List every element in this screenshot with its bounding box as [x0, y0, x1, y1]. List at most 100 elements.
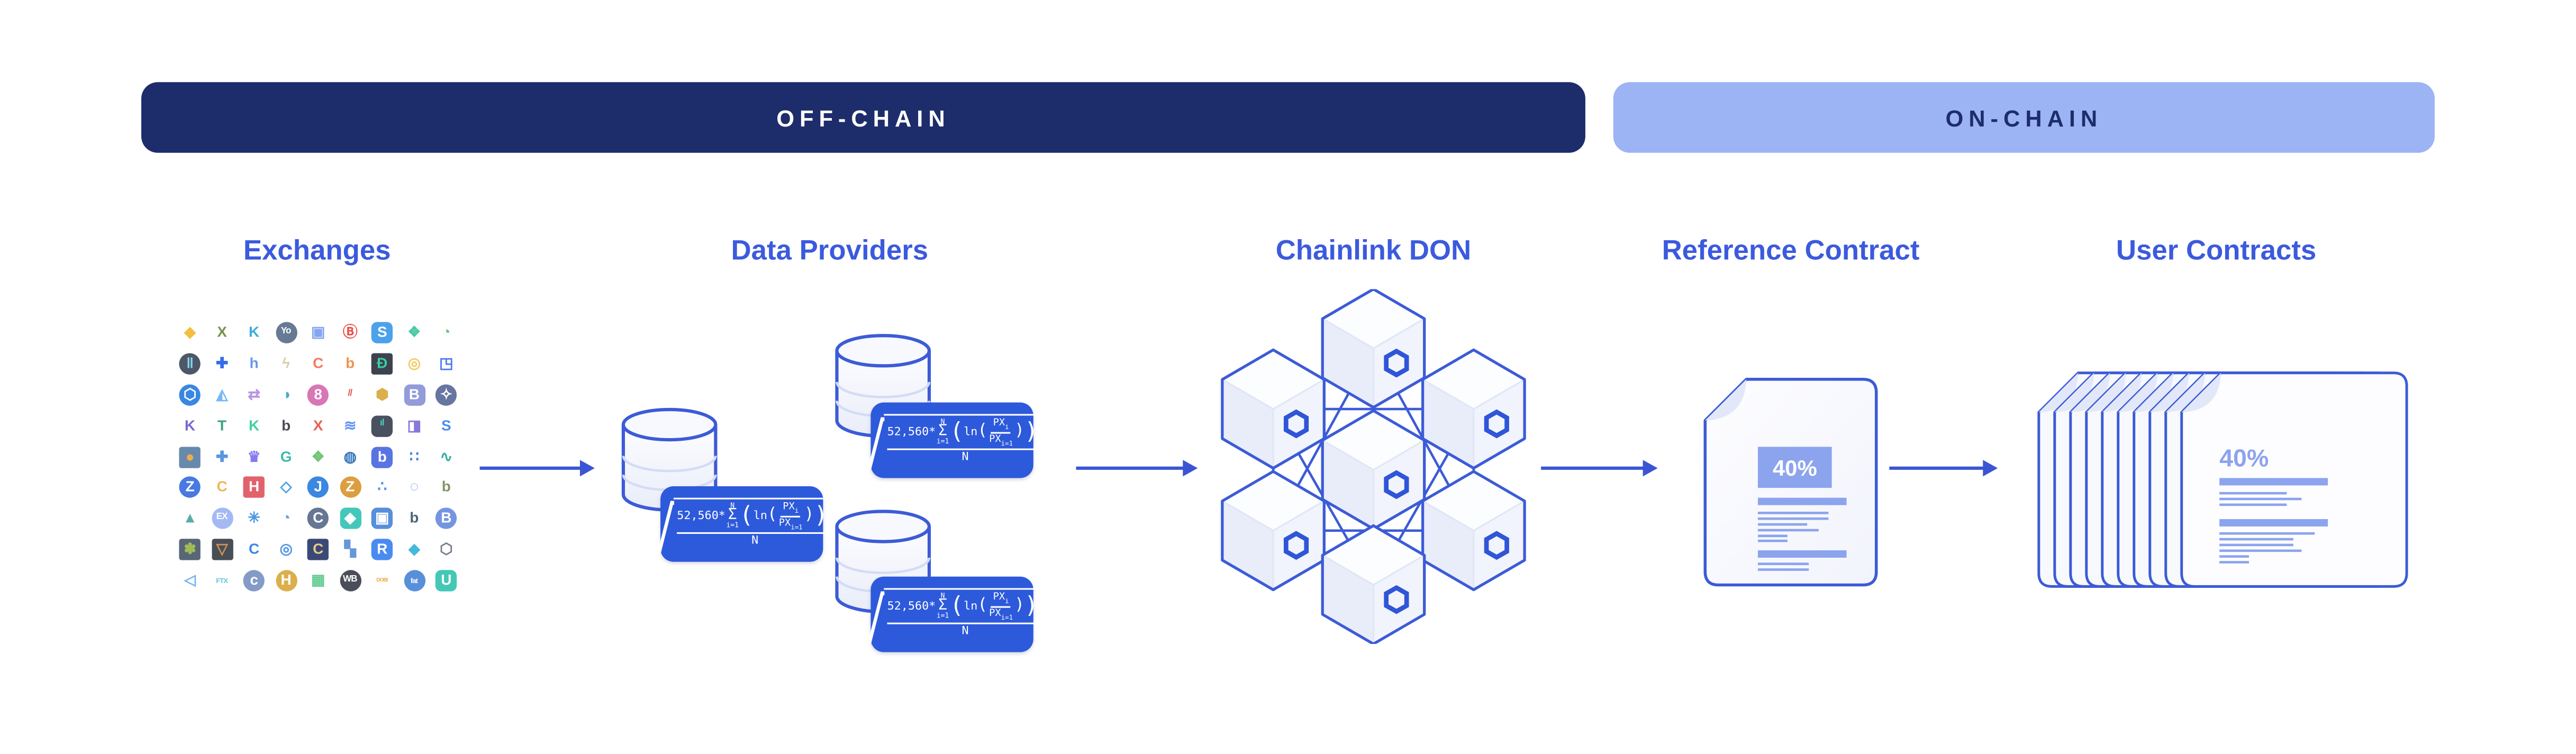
exchange-logo-icon: Z [339, 477, 361, 499]
don-node-cube [1221, 470, 1326, 592]
formula-denominator: N [962, 624, 969, 638]
exchange-logo-icon: U [435, 570, 457, 592]
exchange-logo-icon: b [371, 446, 393, 468]
exchange-logo-icon: S [435, 415, 457, 437]
paren: ( [949, 418, 964, 445]
exchange-logo-icon: J [307, 477, 329, 499]
exchange-logo-icon: ▲ [179, 508, 201, 530]
paren: ) [814, 502, 828, 529]
exchange-logo-icon: G [275, 446, 297, 468]
exchange-logo-icon: X [307, 415, 329, 437]
off-chain-band: OFF-CHAIN [141, 82, 1585, 153]
chainlink-logo-icon [1484, 531, 1509, 560]
exchange-logo-icon: B [403, 384, 425, 406]
exchange-logo-icon: ◔ [435, 322, 457, 343]
exchange-logo-icon: X [211, 322, 233, 343]
data-providers-label: Data Providers [731, 234, 929, 266]
exchange-logo-icon: C [307, 508, 329, 530]
exchange-logo-icon: ◎ [275, 539, 297, 561]
exchange-logo-icon: ⬡ [179, 384, 201, 406]
exchange-logo-icon: b [339, 353, 361, 375]
exchange-logo-icon: 8 [307, 384, 329, 406]
doc-text-lines [1757, 497, 1847, 571]
don-node-cube [1421, 470, 1526, 592]
radical-sign: √ [856, 586, 886, 658]
exchange-logo-icon: ◆ [179, 322, 201, 343]
on-chain-label: ON-CHAIN [1945, 104, 2103, 131]
exchange-logo-icon: R [371, 539, 393, 561]
paren: ( [767, 506, 777, 524]
percent-badge [1757, 447, 1832, 488]
exchange-logo-icon: ◎ [403, 353, 425, 375]
formula-prefix: 52,560* [887, 599, 936, 613]
price-ratio: PXi PXi=1 [778, 500, 803, 531]
paren: ) [1024, 592, 1039, 619]
exchange-logo-icon: H [275, 570, 297, 592]
paren: ( [949, 592, 964, 619]
paren: ( [739, 502, 754, 529]
exchange-logo-icon: ◑ [275, 384, 297, 406]
exchange-logo-icon: ⬢ [371, 384, 393, 406]
paren: ) [1014, 596, 1024, 615]
reference-contract-label: Reference Contract [1662, 234, 1920, 266]
exponent: 2 [1038, 588, 1044, 599]
percent-value: 40% [2219, 444, 2269, 472]
price-ratio: PXi PXi=1 [989, 416, 1013, 447]
exchange-logo-icon: b [403, 508, 425, 530]
chainlink-don-label: Chainlink DON [1275, 234, 1472, 266]
don-node-cube [1221, 348, 1326, 470]
exponent: 2 [1038, 414, 1044, 425]
chainlink-don-network [1221, 289, 1526, 644]
exchange-logo-icon: ⇄ [243, 384, 265, 406]
chainlink-logo-icon [1384, 585, 1409, 614]
exchange-logo-icon: ✽ [179, 539, 201, 561]
exchange-logo-icon: ◁ [179, 570, 201, 592]
radical-sign: √ [646, 495, 676, 568]
exchange-logo-icon: B [435, 508, 457, 530]
exchange-logo-icon: WB [339, 570, 361, 592]
arrow-don-to-reference [1541, 466, 1645, 471]
exchange-logo-icon: ◆ [339, 508, 361, 530]
exchange-logo-icon: EX [211, 508, 233, 530]
exchange-logo-icon: ∴ [371, 477, 393, 499]
ln-label: ln [964, 599, 978, 613]
price-ratio: PXi PXi=1 [989, 591, 1013, 621]
exchange-logo-icon: ♛ [243, 446, 265, 468]
exchange-logo-icon: S [371, 322, 393, 343]
exchange-logo-icon: ❖ [307, 446, 329, 468]
front-page-content: 40% [2219, 444, 2328, 564]
arrow-reference-to-users [1889, 466, 1985, 471]
exchange-logo-icon: Ⓑ [339, 322, 361, 343]
exchange-logo-icon: ϟ [275, 353, 297, 375]
exchange-logo-icon: Yo [275, 322, 297, 343]
exchange-logo-icon: ıl [371, 415, 393, 437]
exchange-logo-icon: FTX [211, 570, 233, 592]
exchange-logo-icon: ◨ [403, 415, 425, 437]
percent-value: 40% [1773, 456, 1817, 480]
ln-label: ln [753, 510, 767, 523]
exchange-logo-icon: b [275, 415, 297, 437]
exchange-logo-icon: ∿ [435, 446, 457, 468]
exchange-logo-icon: fat [403, 570, 425, 592]
user-contracts-label: User Contracts [2116, 234, 2317, 266]
exchange-logo-icon: H [243, 477, 265, 499]
paren: ( [977, 422, 988, 441]
don-node-cube [1321, 409, 1426, 531]
exchange-logo-icon: ≋ [339, 415, 361, 437]
arrow-providers-to-don [1076, 466, 1185, 471]
user-contracts-stack: 40% [2037, 371, 2408, 588]
exchange-logo-icon: DOBI [371, 570, 393, 592]
exchange-logo-icon: C [243, 539, 265, 561]
chainlink-logo-icon [1384, 470, 1409, 499]
exchange-logo-icon: ▚ [339, 539, 361, 561]
off-chain-label: OFF-CHAIN [776, 104, 950, 131]
